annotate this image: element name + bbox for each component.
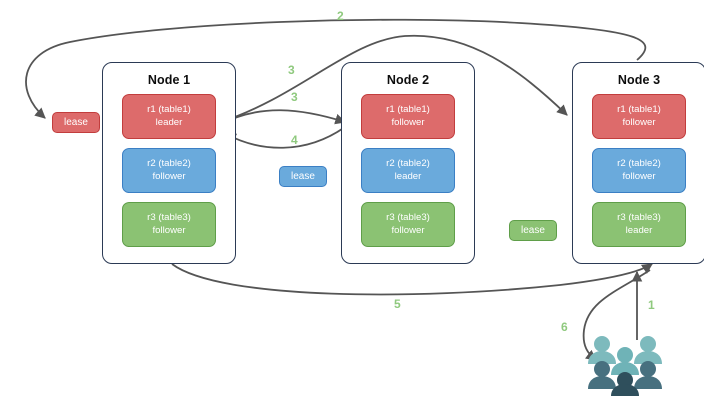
lease-badge-table1[interactable]: lease: [52, 112, 100, 133]
node-box-3: Node 3 r1 (table1) follower r2 (table2) …: [572, 62, 704, 264]
step-label-6: 6: [561, 320, 568, 334]
users-icon: [586, 334, 668, 396]
replica-name: r3 (table3): [147, 212, 191, 223]
lease-badge-table2[interactable]: lease: [279, 166, 327, 187]
replica-name: r2 (table2): [386, 158, 430, 169]
step-label-4: 4: [291, 133, 298, 147]
users-middle-dark: [611, 372, 639, 396]
arrow-step-3-to-node2: [220, 109, 347, 125]
replica-role: follower: [622, 170, 656, 182]
replica-r3-node1[interactable]: r3 (table3) follower: [122, 202, 216, 247]
replica-r3-node2[interactable]: r3 (table3) follower: [361, 202, 455, 247]
replica-role: follower: [391, 224, 425, 236]
replica-role: follower: [622, 116, 656, 128]
replica-role: leader: [394, 170, 422, 182]
arrow-step-4: [225, 126, 346, 149]
replica-name: r2 (table2): [617, 158, 661, 169]
users-front-row: [588, 361, 662, 389]
step-label-1: 1: [648, 298, 655, 312]
node-title: Node 1: [147, 73, 191, 87]
replica-role: follower: [152, 224, 186, 236]
lease-badge-table3[interactable]: lease: [509, 220, 557, 241]
replica-r2-node3[interactable]: r2 (table2) follower: [592, 148, 686, 193]
replica-role: follower: [391, 116, 425, 128]
replica-name: r3 (table3): [386, 212, 430, 223]
node-title: Node 2: [386, 73, 430, 87]
replica-r3-node3[interactable]: r3 (table3) leader: [592, 202, 686, 247]
replica-name: r1 (table1): [386, 104, 430, 115]
node-title: Node 3: [617, 73, 661, 87]
arrow-step-5: [171, 263, 653, 296]
step-label-3-lower: 3: [291, 90, 298, 104]
replica-r1-node3[interactable]: r1 (table1) follower: [592, 94, 686, 139]
replica-name: r1 (table1): [617, 104, 661, 115]
node-box-2: Node 2 r1 (table1) follower r2 (table2) …: [341, 62, 475, 264]
users-middle-light: [611, 347, 639, 375]
step-label-2: 2: [337, 9, 344, 23]
step-label-3-upper: 3: [288, 63, 295, 77]
replica-name: r1 (table1): [147, 104, 191, 115]
node-box-1: Node 1 r1 (table1) leader r2 (table2) fo…: [102, 62, 236, 264]
replica-r1-node1[interactable]: r1 (table1) leader: [122, 94, 216, 139]
replica-r2-node2[interactable]: r2 (table2) leader: [361, 148, 455, 193]
replica-name: r3 (table3): [617, 212, 661, 223]
users-back-row: [588, 336, 662, 364]
replica-role: leader: [625, 224, 653, 236]
replica-r1-node2[interactable]: r1 (table1) follower: [361, 94, 455, 139]
replica-role: follower: [152, 170, 186, 182]
step-label-5: 5: [394, 297, 401, 311]
replica-name: r2 (table2): [147, 158, 191, 169]
replica-r2-node1[interactable]: r2 (table2) follower: [122, 148, 216, 193]
replica-role: leader: [155, 116, 183, 128]
